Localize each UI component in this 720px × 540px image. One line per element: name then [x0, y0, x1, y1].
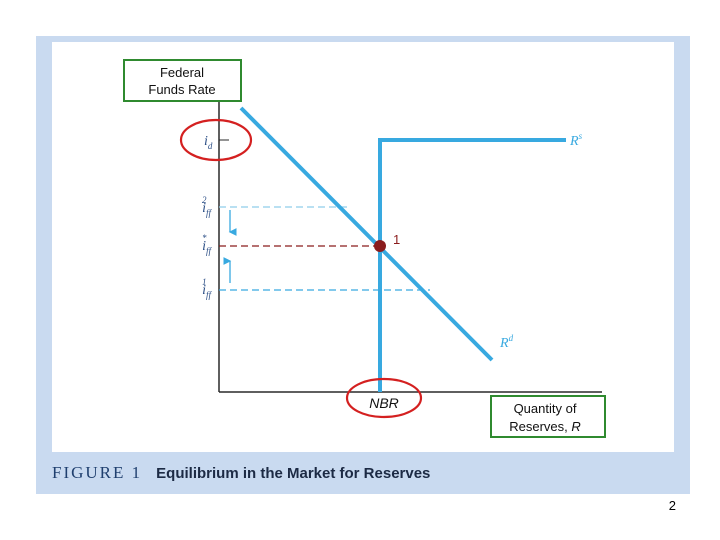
figure-number: FIGURE 1: [52, 463, 143, 482]
reserve-supply-curve: [378, 138, 566, 392]
figure-caption: FIGURE 1 Equilibrium in the Market for R…: [52, 463, 430, 485]
plot-area: [52, 42, 674, 452]
equilibrium-point-label: 1: [393, 232, 400, 247]
rate-high-label: iff2: [202, 195, 212, 218]
rate-low-label: iff1: [202, 277, 212, 300]
demand-curve-label: Rd: [499, 333, 514, 351]
x-axis-label-line1: Quantity of: [514, 401, 577, 416]
x-axis-label-box: [490, 395, 606, 438]
rate-eq-label: iff*: [202, 233, 212, 256]
x-axis-label-line2: Reserves, R: [509, 419, 581, 434]
figure-title: Equilibrium in the Market for Reserves: [156, 465, 431, 482]
y-axis-label-box: [123, 59, 242, 102]
equilibrium-point: [374, 240, 386, 252]
y-axis-label-line1: Federal: [160, 65, 204, 80]
discount-rate-highlight: [179, 118, 253, 162]
nbr-label: NBR: [369, 395, 399, 411]
discount-rate-label: id: [204, 134, 213, 151]
slide-number: 2: [668, 498, 676, 513]
nbr-highlight: [345, 377, 423, 419]
y-axis-label-line2: Funds Rate: [148, 82, 215, 97]
reserve-demand-curve: [239, 106, 494, 362]
supply-curve-label: Rs: [569, 131, 583, 149]
